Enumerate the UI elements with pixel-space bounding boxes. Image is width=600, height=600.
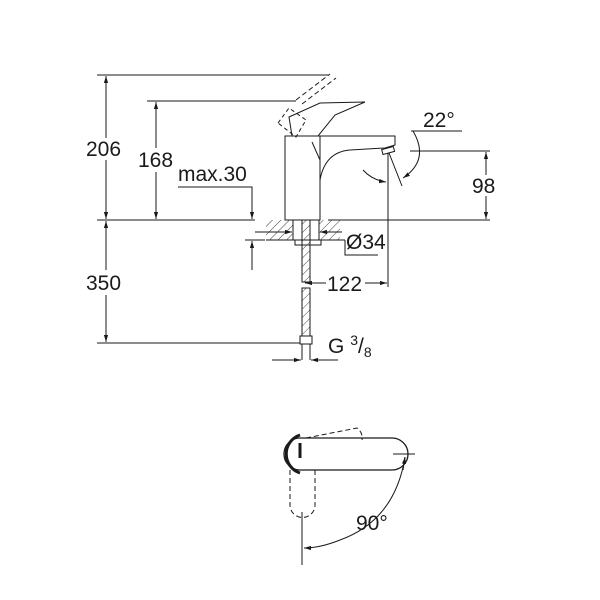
dim-hole-diameter: Ø34 — [346, 231, 386, 254]
dim-lever-rotation: 90° — [356, 512, 388, 535]
dim-spout-angle: 22° — [423, 109, 455, 132]
dim-spout-reach: 122 — [327, 273, 363, 296]
dim-max-deck: max.30 — [178, 163, 247, 186]
thread-slash: / — [357, 335, 364, 358]
thread-g: G — [328, 335, 345, 358]
dim-hose-length: 350 — [86, 272, 122, 295]
dim-total-height: 206 — [86, 138, 122, 161]
dim-spout-height: 98 — [472, 175, 496, 198]
dim-body-height: 168 — [138, 149, 174, 172]
thread-num: 3 — [350, 332, 358, 348]
dim-connection-thread: G 3/8 — [328, 333, 372, 360]
thread-den: 8 — [363, 344, 372, 360]
